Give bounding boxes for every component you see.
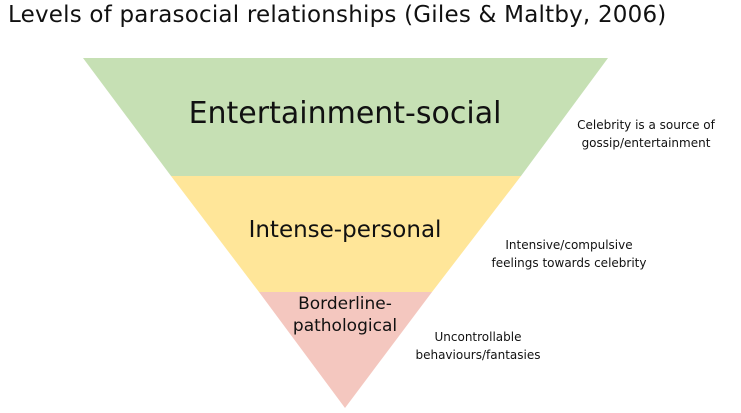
level-1-band — [83, 58, 608, 176]
diagram-title: Levels of parasocial relationships (Gile… — [8, 2, 667, 28]
level-2-band — [171, 176, 521, 292]
level-3-label: Borderline-pathological — [292, 294, 398, 336]
level-1-label: Entertainment-social — [188, 96, 502, 131]
level-2-label: Intense-personal — [248, 217, 442, 243]
level-3-band — [259, 292, 432, 408]
